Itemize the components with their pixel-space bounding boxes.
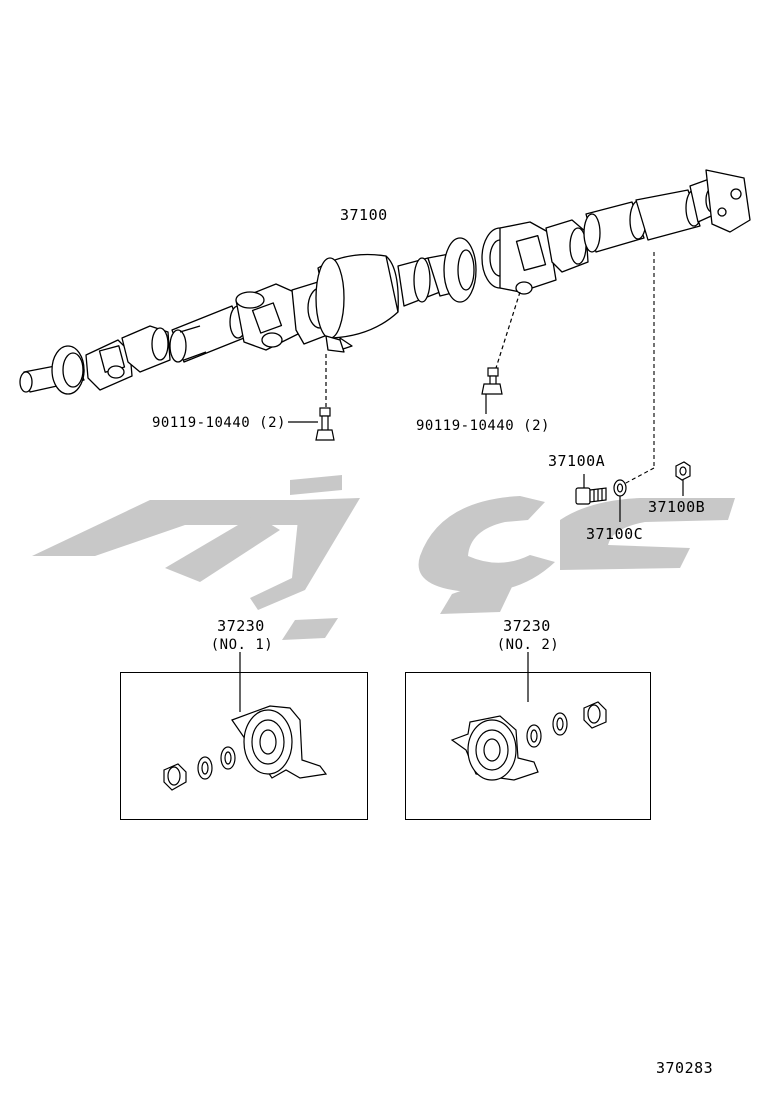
bearing-no1-box xyxy=(120,672,368,820)
watermark-logo xyxy=(32,475,735,640)
rear-flange-leader xyxy=(623,252,655,485)
label-bearing-no1-sub: (NO. 1) xyxy=(210,637,274,653)
front-yoke-stub xyxy=(19,345,85,395)
washer-37100c xyxy=(613,479,627,522)
label-bearing-no2-part: 37230 xyxy=(503,617,551,635)
label-propeller-shaft: 37100 xyxy=(340,206,388,224)
bolt-37100a xyxy=(575,474,607,505)
label-bearing-no2-sub: (NO. 2) xyxy=(496,637,560,653)
label-bolt-left: 90119-10440 (2) xyxy=(152,415,286,431)
bolt-right xyxy=(481,291,521,414)
center-bearing-housing xyxy=(315,253,399,353)
rear-center-universal-joint xyxy=(481,219,589,295)
label-diagram-id: 370283 xyxy=(656,1059,714,1077)
nut-37100b xyxy=(675,461,691,496)
rear-shaft-tube xyxy=(583,189,703,253)
front-shaft-tube xyxy=(169,305,247,363)
center-shaft-tube xyxy=(397,237,477,307)
front-universal-joint xyxy=(85,325,171,391)
bolt-left xyxy=(288,354,335,441)
label-bearing-no1-part: 37230 xyxy=(217,617,265,635)
center-bearing-no1 xyxy=(163,652,328,791)
label-bolt-37100a: 37100A xyxy=(548,452,606,470)
bearing-no2-box xyxy=(405,672,651,820)
label-bolt-right: 90119-10440 (2) xyxy=(416,418,550,434)
rear-flange-yoke xyxy=(689,169,751,233)
label-nut-37100b: 37100B xyxy=(648,498,706,516)
label-washer-37100c: 37100C xyxy=(586,525,644,543)
propeller-shaft-37100 xyxy=(19,169,751,395)
center-bearing-no2 xyxy=(450,652,607,781)
